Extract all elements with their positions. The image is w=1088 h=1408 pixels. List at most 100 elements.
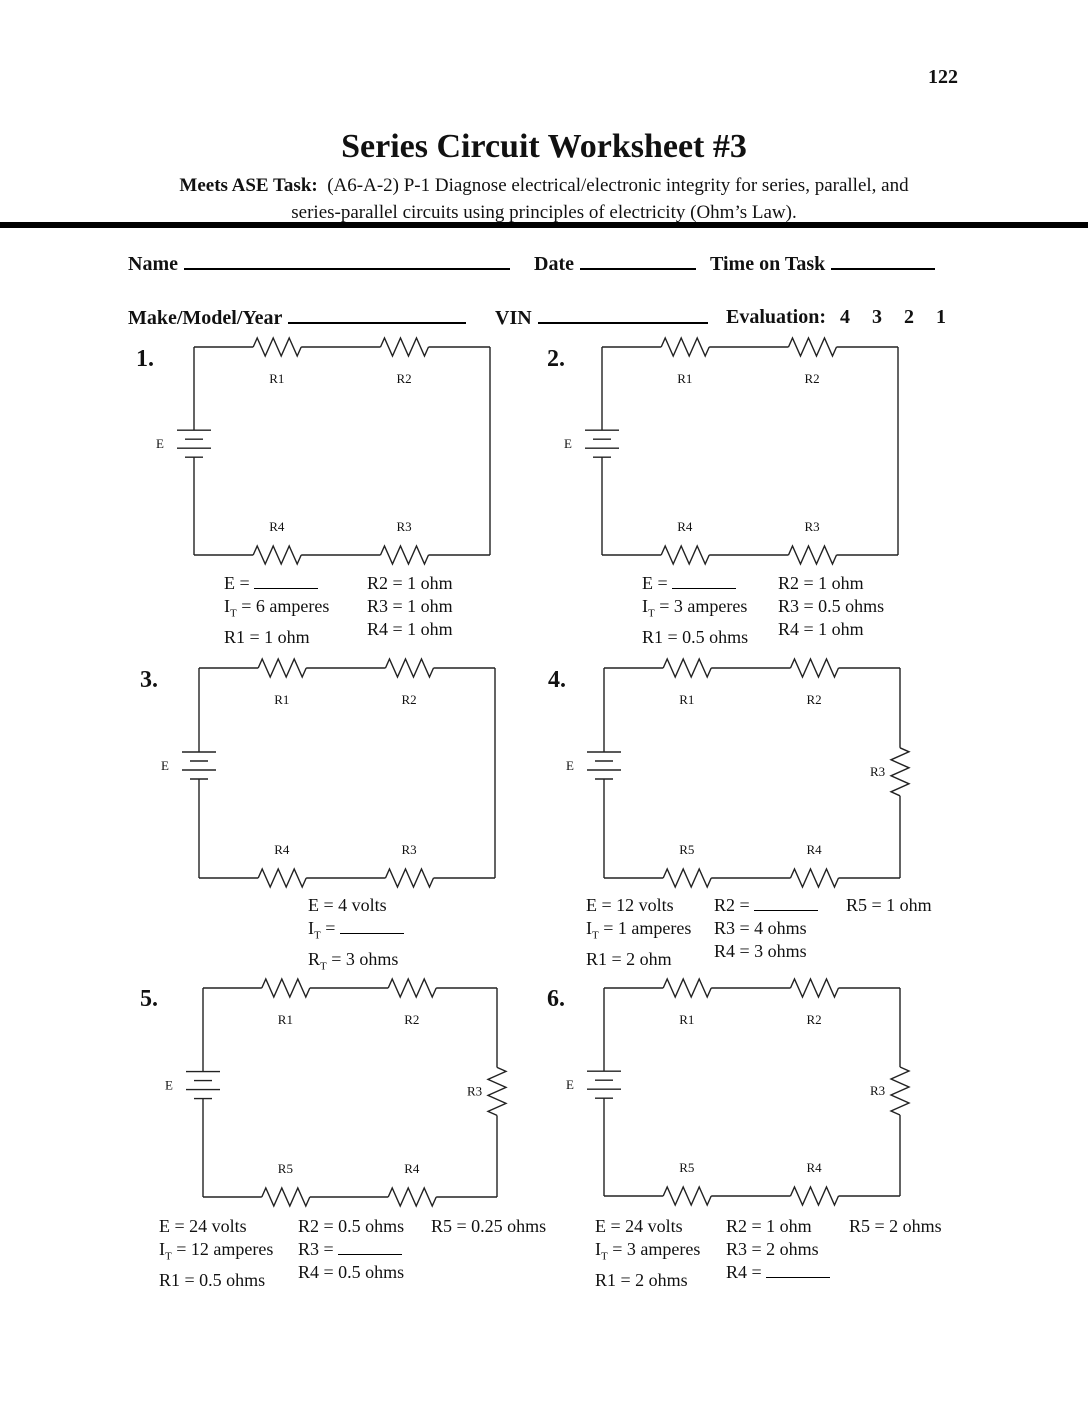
given-value: E = 12 volts: [586, 895, 674, 915]
resistor-symbol: [787, 544, 838, 566]
battery-label: E: [156, 436, 164, 451]
resistor-symbol: [261, 1186, 311, 1208]
date-field: Date: [534, 252, 696, 276]
resistor-label: R1: [677, 371, 692, 386]
name-input-line[interactable]: [183, 252, 510, 270]
resistor-symbol: [387, 1186, 437, 1208]
evaluation-option[interactable]: 3: [872, 306, 883, 328]
given-value: R3 =: [298, 1238, 404, 1261]
subscript: T: [165, 1250, 172, 1263]
resistor-symbol: [662, 1185, 712, 1207]
subscript: T: [320, 960, 327, 973]
given-value: R2 = 1 ohm: [778, 573, 864, 593]
resistor-symbol: [387, 977, 437, 999]
resistor-label: R1: [679, 692, 694, 707]
resistor-label: R4: [269, 519, 285, 534]
time-on-task-label: Time on Task: [710, 253, 826, 275]
given-value: E =: [224, 572, 329, 595]
date-input-line[interactable]: [579, 252, 696, 270]
answer-blank[interactable]: [338, 1240, 403, 1255]
resistor-label: R4: [274, 842, 290, 857]
resistor-label: R2: [401, 692, 416, 707]
problem-number: 6.: [547, 986, 565, 1012]
given-values-column: E = IT = 6 amperes R1 = 1 ohm: [224, 572, 329, 649]
subscript: T: [230, 607, 237, 620]
given-value: R1 = 2 ohm: [586, 948, 672, 969]
given-value: E = 24 volts: [159, 1216, 247, 1236]
given-value: R4 =: [726, 1261, 831, 1284]
resistor-symbol: [486, 1066, 508, 1117]
given-value: R1 = 1 ohm: [224, 626, 310, 647]
battery-label: E: [564, 436, 572, 451]
resistor-symbol: [379, 336, 430, 358]
resistor-label: R3: [396, 519, 411, 534]
date-label: Date: [534, 253, 574, 275]
battery-label: E: [566, 1077, 574, 1092]
given-value: R4 = 1 ohm: [367, 619, 453, 639]
given-value: IT =: [308, 917, 404, 948]
header-divider: [0, 222, 1088, 228]
resistor-label: R2: [404, 1012, 419, 1027]
make-model-year-field: Make/Model/Year: [128, 306, 467, 330]
given-value: E =: [642, 572, 748, 595]
given-values-column: R5 = 2 ohms: [849, 1215, 942, 1238]
resistor-symbol: [889, 747, 911, 797]
given-value: R2 = 1 ohm: [726, 1216, 812, 1236]
resistor-symbol: [662, 657, 712, 679]
evaluation-option[interactable]: 2: [904, 306, 915, 328]
given-value: RT = 3 ohms: [308, 948, 399, 973]
resistor-label: R1: [278, 1012, 293, 1027]
resistor-symbol: [379, 544, 430, 566]
resistor-symbol: [789, 1185, 840, 1207]
resistor-symbol: [252, 336, 302, 358]
resistor-label: R2: [396, 371, 411, 386]
given-value: R4 = 1 ohm: [778, 619, 864, 639]
ase-task-label: Meets ASE Task:: [179, 175, 318, 196]
ase-task-line-2: series-parallel circuits using principle…: [291, 202, 797, 223]
battery-label: E: [566, 758, 574, 773]
answer-blank[interactable]: [754, 896, 819, 911]
battery-label: E: [165, 1078, 173, 1093]
answer-blank[interactable]: [766, 1263, 831, 1278]
given-value: R2 = 1 ohm: [367, 573, 453, 593]
resistor-symbol: [384, 657, 435, 679]
resistor-symbol: [662, 977, 712, 999]
make-model-year-label: Make/Model/Year: [128, 307, 283, 329]
resistor-label: R1: [679, 1012, 694, 1027]
time-on-task-input-line[interactable]: [831, 252, 936, 270]
resistor-symbol: [662, 867, 712, 889]
battery-label: E: [161, 758, 169, 773]
resistor-label: R1: [269, 371, 284, 386]
evaluation-option[interactable]: 1: [936, 306, 947, 328]
answer-blank[interactable]: [254, 574, 319, 589]
given-value: R5 = 2 ohms: [849, 1216, 942, 1236]
resistor-label: R1: [274, 692, 289, 707]
evaluation-label: Evaluation:: [726, 306, 827, 328]
given-value: R3 = 2 ohms: [726, 1239, 819, 1259]
vin-input-line[interactable]: [537, 306, 708, 324]
subscript: T: [648, 607, 655, 620]
answer-blank[interactable]: [672, 574, 737, 589]
given-value: R5 = 0.25 ohms: [431, 1216, 547, 1236]
evaluation-option[interactable]: 4: [840, 306, 851, 328]
answer-blank[interactable]: [339, 919, 404, 934]
resistor-label: R2: [806, 1012, 821, 1027]
make-model-year-input-line[interactable]: [288, 306, 467, 324]
name-field: Name: [128, 252, 510, 276]
resistor-label: R5: [679, 842, 694, 857]
resistor-label: R4: [677, 519, 693, 534]
given-value: R1 = 2 ohms: [595, 1269, 688, 1290]
given-value: IT = 6 amperes: [224, 596, 330, 620]
page-title: Series Circuit Worksheet #3: [341, 128, 747, 165]
resistor-label: R5: [278, 1161, 293, 1176]
resistor-symbol: [660, 544, 710, 566]
